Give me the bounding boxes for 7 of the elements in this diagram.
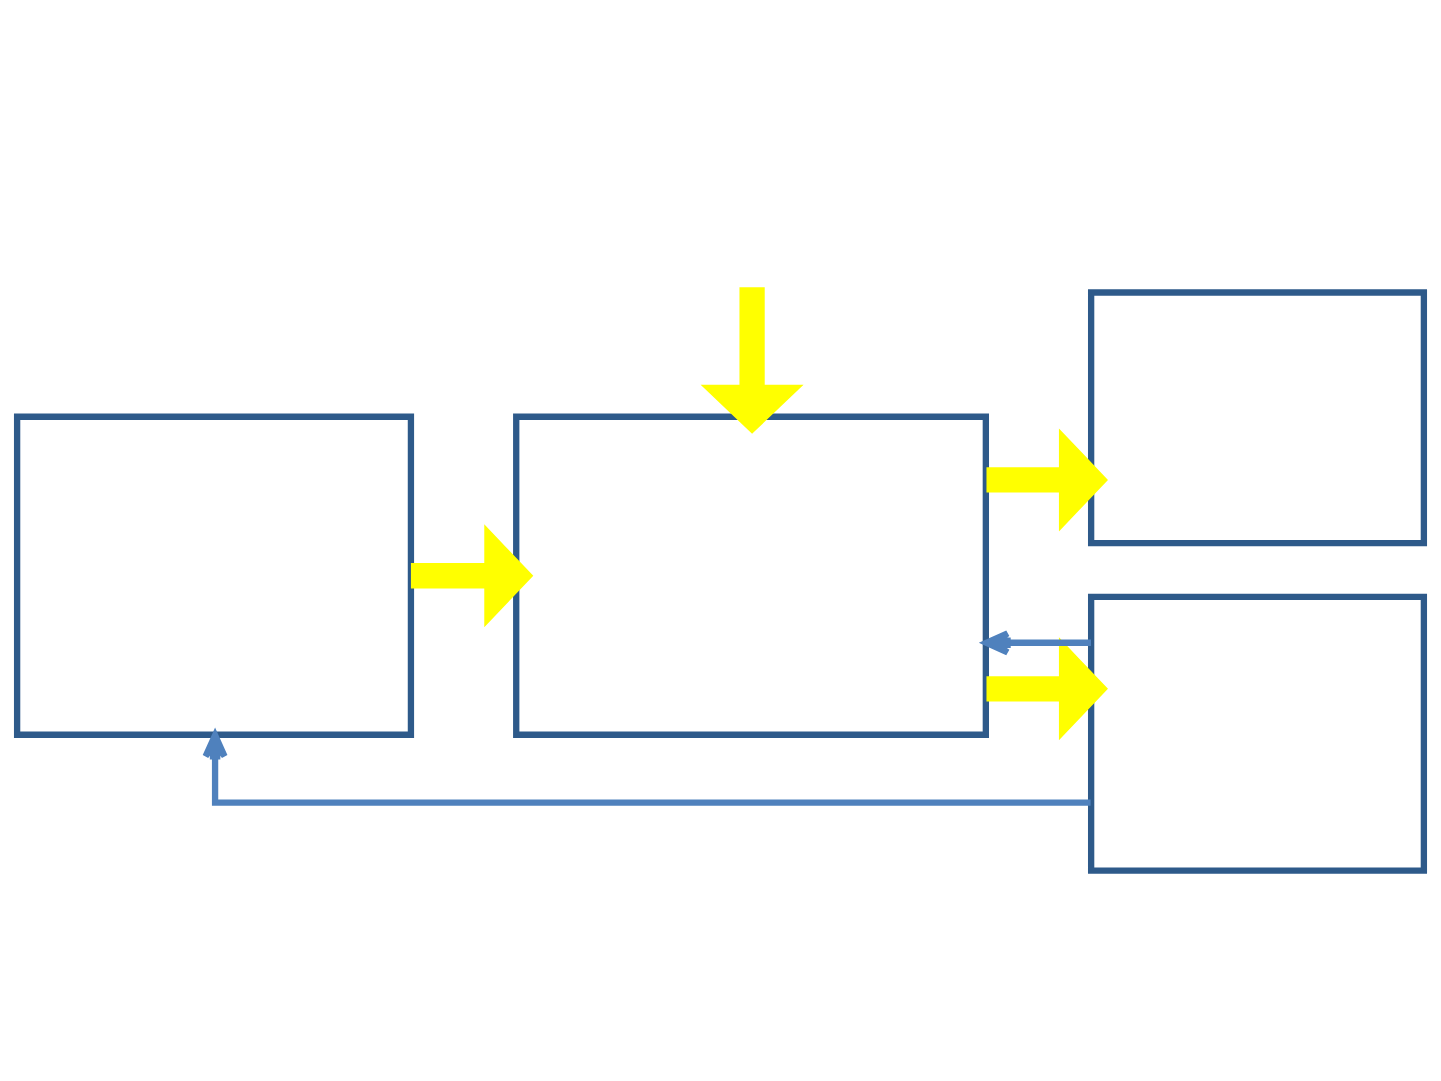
node-box [513, 413, 989, 738]
node-box [13, 413, 415, 738]
node-box [1088, 593, 1428, 874]
arrow [986, 427, 1108, 531]
node-box [1088, 288, 1428, 546]
arrow [700, 286, 804, 434]
arrow [410, 523, 534, 627]
